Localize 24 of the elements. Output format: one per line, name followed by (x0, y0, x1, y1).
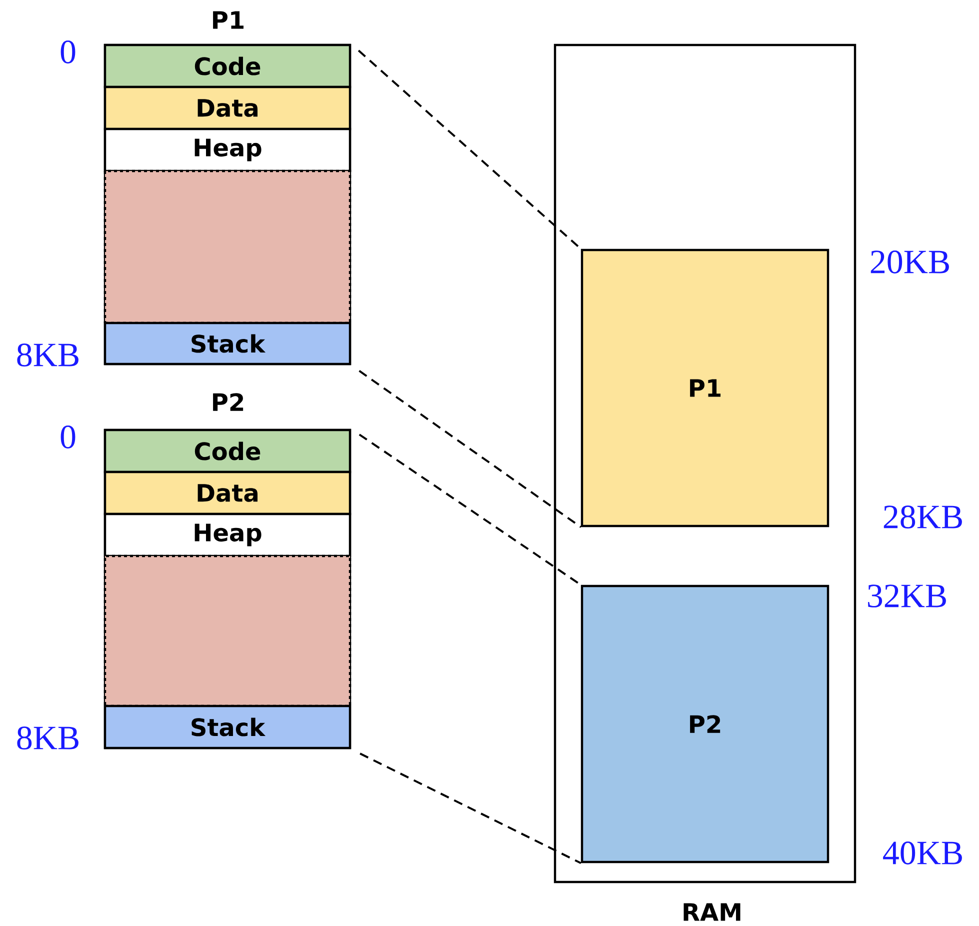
heading: P1 (213, 11, 244, 29)
segment-box: Stack (104, 704, 352, 750)
process-block: P2 (580, 584, 830, 864)
segment-box: Data (104, 86, 352, 130)
free-region-box (104, 554, 352, 708)
address-label: 32KB (868, 584, 946, 608)
heading: RAM (684, 903, 740, 921)
process-block: P1 (580, 248, 830, 528)
segment-box: Code (104, 428, 352, 474)
segment-box: Data (104, 470, 352, 516)
dashed-line (358, 370, 582, 528)
free-region-box (104, 170, 352, 324)
segment-box: Code (104, 44, 352, 88)
address-label: 8KB (17, 726, 78, 750)
address-label: 28KB (884, 506, 962, 528)
segment-box: Stack (104, 322, 352, 366)
address-label: 20KB (870, 250, 949, 274)
segment-box: Heap (104, 128, 352, 172)
segment-box: Heap (104, 512, 352, 558)
address-label: 0 (60, 40, 76, 64)
heading: P2 (213, 393, 244, 411)
address-label: 40KB (883, 842, 962, 864)
address-label: 0 (60, 426, 76, 448)
address-label: 8KB (17, 344, 78, 366)
